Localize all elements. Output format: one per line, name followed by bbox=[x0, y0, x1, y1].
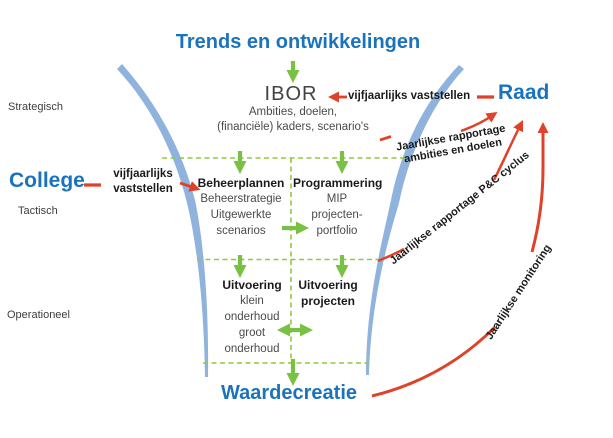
box-uitvoering-projecten: Uitvoering projecten bbox=[295, 277, 361, 309]
box-uitvoering-line: klein bbox=[240, 295, 264, 307]
feedback-monitoring-curve-arrow bbox=[530, 122, 549, 253]
box-beheerplannen: Beheerplannen Beheerstrategie Uitgewerkt… bbox=[197, 175, 285, 239]
box-beheerplannen-line: Beheerstrategie bbox=[200, 193, 282, 205]
raad-annotation: vijfjaarlijks vaststellen bbox=[348, 90, 471, 102]
feedback-ambities-curve-start bbox=[379, 135, 392, 142]
box-beheerplannen-title: Beheerplannen bbox=[197, 176, 285, 190]
college-annotation-line1: vijfjaarlijks bbox=[113, 168, 173, 180]
box-uitvoering-line: onderhoud bbox=[224, 343, 280, 355]
diagram-title: Trends en ontwikkelingen bbox=[175, 31, 421, 53]
ibor-title: IBOR bbox=[264, 83, 318, 105]
box-beheerplannen-line: scenarios bbox=[216, 225, 266, 237]
box-uitvoering-line: onderhoud bbox=[224, 311, 280, 323]
ibor-subtitle: Ambities, doelen, (financiële) kaders, s… bbox=[193, 105, 393, 135]
ibor-subtitle-line2: (financiële) kaders, scenario's bbox=[217, 121, 369, 133]
box-programmering-title: Programmering bbox=[293, 176, 383, 190]
level-strategic: Strategisch bbox=[8, 101, 64, 113]
college-annotation-line2: vaststellen bbox=[113, 183, 173, 195]
box-beheerplannen-line: Uitgewerkte bbox=[210, 209, 272, 221]
box-uitvoering-title: Uitvoering bbox=[222, 278, 282, 292]
actor-college: College bbox=[9, 169, 85, 192]
feedback-pc-curve-arrow bbox=[492, 119, 524, 181]
box-programmering-line: portfolio bbox=[316, 225, 358, 237]
level-tactical: Tactisch bbox=[18, 205, 58, 217]
box-uitvoering-line: groot bbox=[238, 327, 266, 339]
feedback-monitoring-curve-start bbox=[371, 325, 497, 398]
college-annotation: vijfjaarlijks vaststellen bbox=[103, 167, 183, 197]
outcome-label: Waardecreatie bbox=[221, 382, 357, 404]
ibor-subtitle-line1: Ambities, doelen, bbox=[248, 106, 338, 118]
funnel-left-stroke bbox=[117, 64, 209, 377]
feedback-ambities-curve-arrow bbox=[460, 112, 498, 133]
actor-raad: Raad bbox=[498, 81, 550, 104]
feedback-pc-curve-start bbox=[377, 247, 405, 263]
box-programmering-line: projecten- bbox=[311, 209, 363, 221]
box-uitvoering-projecten-title2: projecten bbox=[300, 294, 355, 308]
box-uitvoering-projecten-title1: Uitvoering bbox=[298, 278, 358, 292]
arrow-college-to-beheerplannen bbox=[179, 181, 201, 192]
level-operational: Operationeel bbox=[7, 309, 70, 321]
box-programmering: Programmering MIP projecten- portfolio bbox=[293, 175, 383, 239]
box-programmering-line: MIP bbox=[326, 193, 348, 205]
box-uitvoering: Uitvoering klein onderhoud groot onderho… bbox=[207, 277, 297, 357]
